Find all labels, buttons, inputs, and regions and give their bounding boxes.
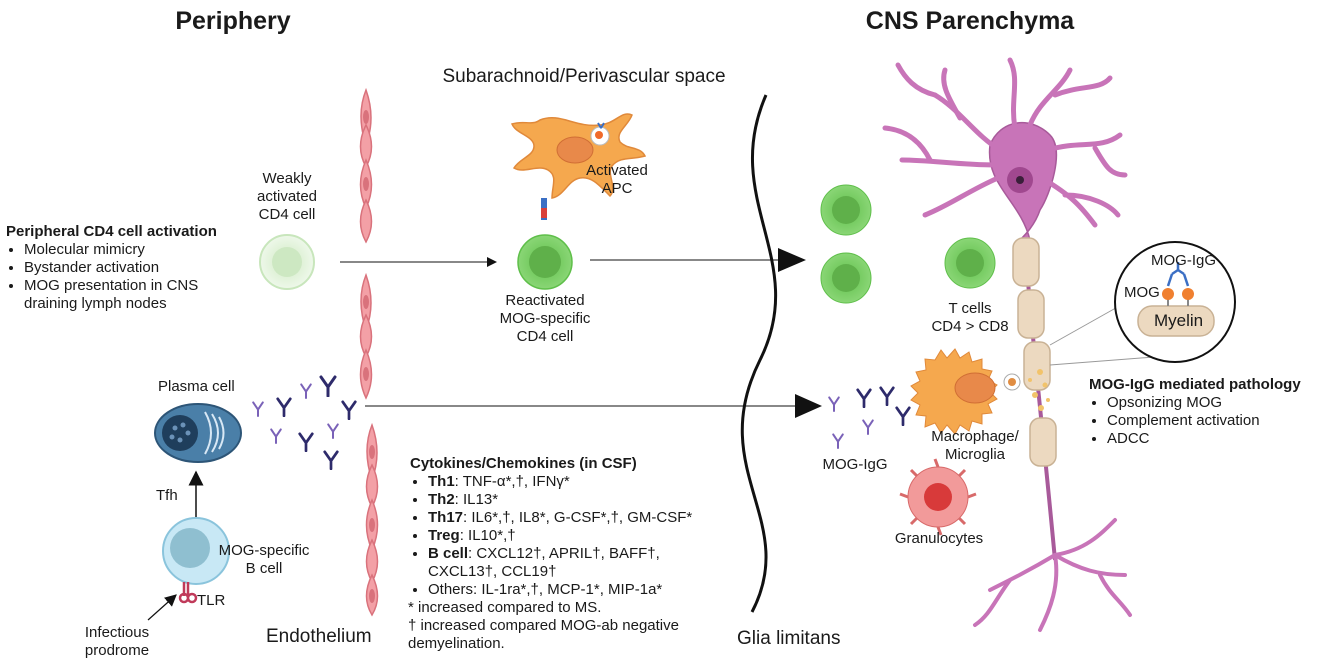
bcell-label-line: B cell — [245, 560, 283, 577]
endothelium-label: Endothelium — [266, 626, 372, 647]
myelin-sheath — [1012, 237, 1057, 467]
pathology-item: ADCC — [1107, 430, 1301, 448]
peripheral-activation-item: Molecular mimicry — [24, 241, 217, 259]
plasma-cell-label: Plasma cell — [158, 378, 235, 395]
endothelium-cells — [359, 87, 379, 617]
periphery-title: Periphery — [175, 7, 291, 35]
damaged-myelin — [1028, 369, 1050, 411]
cytokine-row: B cell: CXCL12†, APRIL†, BAFF†, — [428, 545, 692, 563]
granulocyte — [899, 458, 977, 536]
reactivated-cd4-label-line: Reactivated — [505, 292, 585, 309]
cytokine-row: Treg: IL10*,† — [428, 527, 692, 545]
arrow-prodrome-to-tlr — [147, 594, 177, 621]
inset-circle — [1114, 241, 1236, 363]
mog-specific-bcell — [162, 517, 230, 604]
footnote: † increased compared MOG-ab negative — [408, 617, 679, 634]
peripheral-activation-item-continuation: draining lymph nodes — [24, 295, 167, 312]
macrophage-label-line: Microglia — [944, 446, 1005, 463]
weak-cd4-label: Weakly activated CD4 cell — [257, 170, 317, 224]
weak-cd4-label-line: Weakly — [262, 170, 312, 187]
inset-mog-label: MOG — [1124, 284, 1160, 301]
infectious-prodrome-label-line: Infectious — [84, 624, 150, 641]
footnote: demyelination. — [408, 635, 505, 652]
pathology-item: Opsonizing MOG — [1107, 394, 1301, 412]
reactivated-cd4-label-line: MOG-specific — [499, 310, 591, 327]
cytokine-key: B cell — [428, 545, 469, 562]
infectious-prodrome-label-line: prodrome — [84, 642, 150, 659]
pathology-heading: MOG-IgG mediated pathology — [1089, 376, 1301, 393]
peripheral-activation-item: MOG presentation in CNS — [24, 277, 217, 295]
bcell-label: MOG-specific B cell — [219, 542, 310, 578]
bcell-label-line: MOG-specific — [218, 542, 310, 559]
peripheral-activation-block: Peripheral CD4 cell activation Molecular… — [6, 223, 217, 313]
peripheral-activation-heading: Peripheral CD4 cell activation — [6, 223, 217, 240]
macrophage-label: Macrophage/ Microglia — [931, 428, 1019, 464]
cytokine-row-continuation: CXCL13†, CCL19† — [428, 563, 557, 580]
cns-title: CNS Parenchyma — [865, 7, 1075, 35]
cytokines-heading: Cytokines/Chemokines (in CSF) — [410, 455, 637, 472]
cytokine-key: Treg — [428, 527, 460, 544]
cytokine-values: CXCL12†, APRIL†, BAFF†, — [476, 545, 660, 562]
weak-cd4-label-line: activated — [256, 188, 318, 205]
cytokines-block: Cytokines/Chemokines (in CSF) Th1: TNF-α… — [408, 455, 692, 653]
cytokine-values: TNF-α*,†, IFNγ* — [462, 473, 570, 490]
subarachnoid-label: Subarachnoid/Perivascular space — [442, 66, 726, 87]
inset-mog-igg-label: MOG-IgG — [1151, 252, 1217, 269]
macrophage-label-line: Macrophage/ — [931, 428, 1019, 445]
inset-myelin-label: Myelin — [1154, 311, 1204, 330]
cytokines-list: Th1: TNF-α*,†, IFNγ* Th2: IL13* Th17: IL… — [410, 473, 692, 563]
pathology-block: MOG-IgG mediated pathology Opsonizing MO… — [1089, 376, 1301, 448]
cytokine-key: Th2 — [428, 491, 455, 508]
tlr-label: TLR — [197, 592, 226, 609]
peripheral-activation-item: Bystander activation — [24, 259, 217, 277]
tcells-label-line: CD4 > CD8 — [931, 318, 1009, 335]
glia-limitans-line — [740, 94, 778, 613]
cytokine-row: Th17: IL6*,†, IL8*, G-CSF*,†, GM-CSF* — [428, 509, 692, 527]
activated-apc-label-line: Activated — [586, 162, 648, 179]
tfh-label: Tfh — [156, 487, 178, 504]
macrophage-microglia — [910, 348, 1021, 435]
cytokine-row: Th2: IL13* — [428, 491, 692, 509]
cns-antibodies — [828, 386, 911, 450]
activated-apc — [511, 113, 647, 220]
arrow-antibody-to-cns-head — [795, 394, 822, 418]
cytokine-row: Th1: TNF-α*,†, IFNγ* — [428, 473, 692, 491]
weak-cd4-label-line: CD4 cell — [258, 206, 316, 223]
plasma-cell — [154, 403, 242, 463]
activated-apc-label-line: APC — [601, 180, 633, 197]
cytokine-key: Th1 — [428, 473, 455, 490]
weak-cd4-cell — [259, 234, 315, 290]
reactivated-cd4-label: Reactivated MOG-specific CD4 cell — [500, 292, 591, 346]
arrow-reactivated-to-cns-head — [778, 248, 806, 272]
mog-igg-label: MOG-IgG — [822, 456, 888, 473]
glia-limitans-label: Glia limitans — [737, 628, 841, 649]
cns-tcells — [820, 184, 996, 304]
cytokine-values: IL10*,† — [468, 527, 516, 544]
cytokine-key: Th17 — [428, 509, 464, 526]
granulocytes-label: Granulocytes — [894, 530, 984, 547]
cytokine-values: IL13* — [463, 491, 499, 508]
cytokine-row-others: Others: IL-1ra*,†, MCP-1*, MIP-1a* — [428, 581, 692, 599]
pathology-item: Complement activation — [1107, 412, 1301, 430]
activated-apc-label: Activated APC — [586, 162, 648, 198]
reactivated-cd4-label-line: CD4 cell — [516, 328, 574, 345]
reactivated-cd4-cell — [517, 234, 573, 290]
cytokine-values: IL6*,†, IL8*, G-CSF*,†, GM-CSF* — [471, 509, 693, 526]
tcells-label-line: T cells — [948, 300, 992, 317]
tcells-label: T cells CD4 > CD8 — [931, 300, 1008, 336]
infectious-prodrome-label: Infectious prodrome — [85, 624, 149, 660]
footnote: * increased compared to MS. — [408, 599, 602, 616]
secreted-antibodies — [252, 375, 357, 470]
